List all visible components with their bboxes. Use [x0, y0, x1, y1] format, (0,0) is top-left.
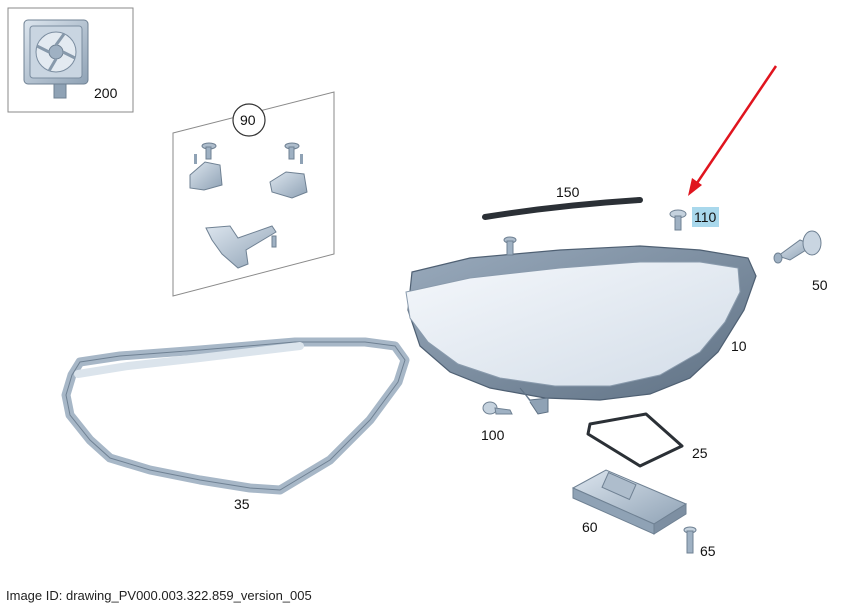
callout-10: 10 — [731, 338, 747, 354]
part-200-frame — [7, 7, 134, 113]
callout-90-circle — [232, 103, 266, 137]
screw-110-icon — [669, 209, 687, 231]
part-100-screw[interactable]: 100 — [481, 401, 513, 443]
gasket-icon — [586, 412, 684, 468]
part-50-bulb[interactable]: 50 — [773, 230, 828, 293]
fan-module-icon — [23, 19, 89, 99]
part-90-panel — [172, 91, 335, 297]
part-35-frame[interactable]: 35 — [61, 337, 410, 512]
seal-strip-icon — [482, 197, 643, 220]
headlamp-lens-icon — [405, 261, 741, 387]
callout-60: 60 — [582, 519, 598, 535]
callout-200: 200 — [94, 85, 118, 101]
callout-90: 90 — [240, 112, 256, 128]
part-90-bracket-kit[interactable]: 90 — [172, 91, 335, 297]
part-200-fan-group[interactable]: 200 — [7, 7, 134, 113]
bracket-right-icon — [269, 142, 308, 199]
part-10-headlamp[interactable]: 10 — [405, 236, 757, 415]
callout-150: 150 — [556, 184, 580, 200]
bracket-lower-icon — [205, 225, 277, 269]
screw-100-icon — [482, 401, 513, 415]
bulb-icon — [773, 230, 822, 264]
callout-25: 25 — [692, 445, 708, 461]
callout-110: 110 — [694, 209, 717, 225]
control-unit-icon — [571, 469, 688, 535]
bracket-left-icon — [189, 142, 223, 191]
part-110-screw[interactable]: 110 — [669, 207, 719, 231]
part-60-control-unit[interactable]: 60 — [571, 469, 688, 535]
callout-100: 100 — [481, 427, 505, 443]
callout-35: 35 — [234, 496, 250, 512]
pointer-arrow-icon — [688, 65, 778, 196]
callout-50: 50 — [812, 277, 828, 293]
part-25-gasket[interactable]: 25 — [586, 412, 708, 468]
part-65-screw[interactable]: 65 — [683, 526, 716, 559]
screw-65-icon — [683, 526, 697, 554]
callout-65: 65 — [700, 543, 716, 559]
callout-110-highlight — [692, 207, 719, 227]
image-id-caption: Image ID: drawing_PV000.003.322.859_vers… — [6, 588, 312, 603]
part-150-seal-strip[interactable]: 150 — [482, 184, 643, 220]
